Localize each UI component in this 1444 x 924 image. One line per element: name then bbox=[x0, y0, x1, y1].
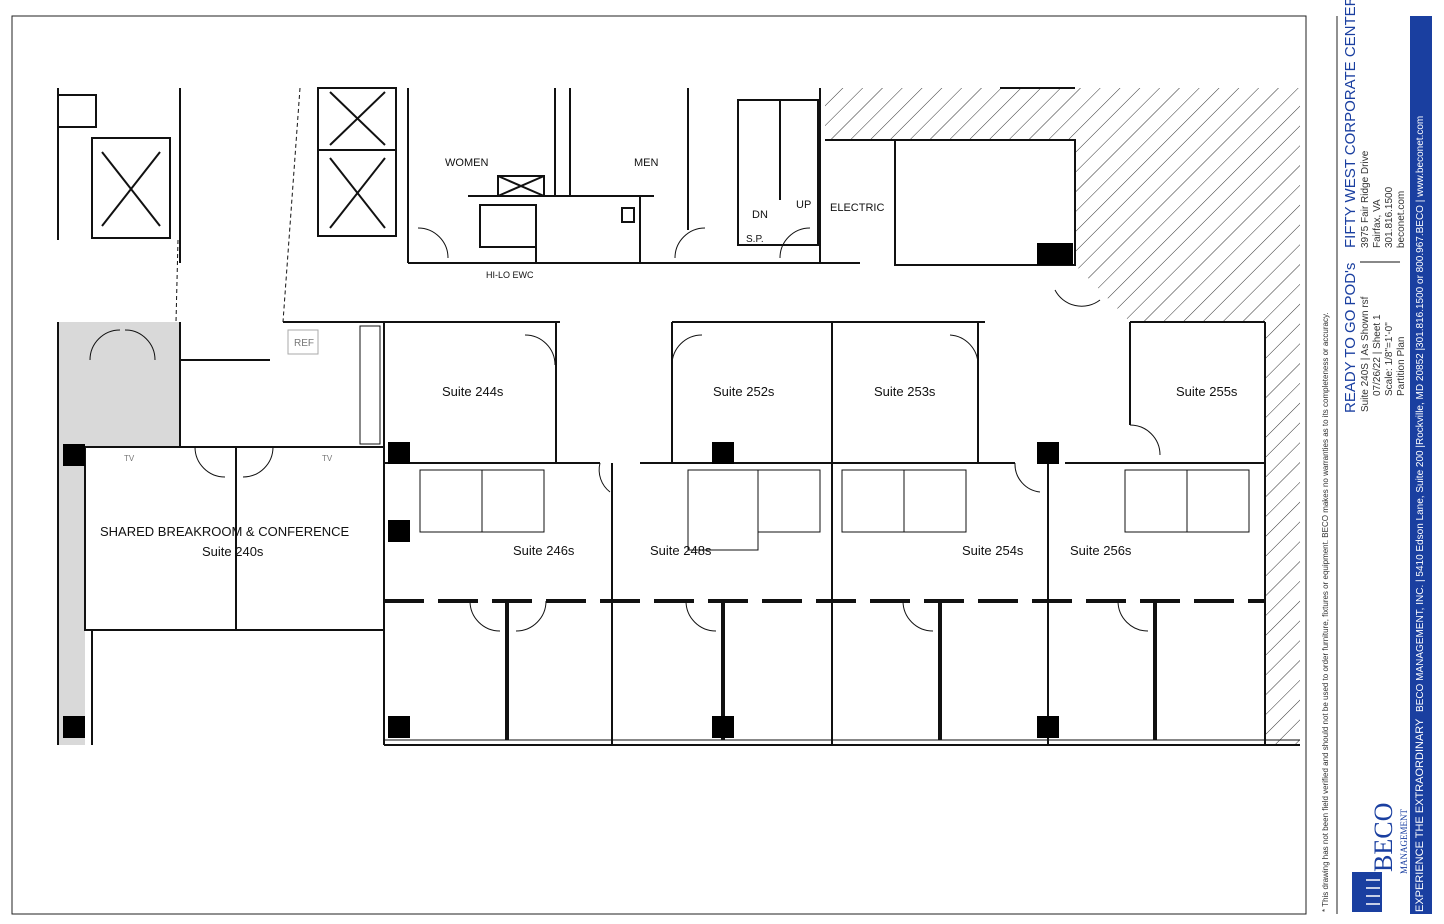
plan-type: Partition Plan bbox=[1396, 336, 1407, 396]
address-city: Fairfax, VA bbox=[1372, 199, 1383, 248]
shaded-corridor bbox=[58, 447, 85, 745]
label-hilo-ewc: HI-LO EWC bbox=[486, 270, 534, 280]
address-street: 3975 Fair Ridge Drive bbox=[1360, 150, 1371, 248]
disclaimer: * This drawing has not been field verifi… bbox=[1321, 312, 1330, 912]
label-suite-244s: Suite 244s bbox=[442, 384, 504, 399]
website: beconet.com bbox=[1396, 190, 1407, 248]
suite-line: Suite 240S | As Shown rsf bbox=[1360, 296, 1371, 412]
label-tv: TV bbox=[322, 454, 333, 463]
project-title: READY TO GO POD's bbox=[1342, 262, 1359, 413]
label-suite-254s: Suite 254s bbox=[962, 543, 1024, 558]
label-suite-248s: Suite 248s bbox=[650, 543, 712, 558]
walls bbox=[57, 87, 1300, 746]
brand-bar bbox=[1410, 16, 1432, 914]
building-name: FIFTY WEST CORPORATE CENTER bbox=[1342, 0, 1359, 248]
label-electric: ELECTRIC bbox=[830, 202, 884, 214]
label-ref: REF bbox=[294, 338, 314, 349]
label-suite-240s: Suite 240s bbox=[202, 544, 264, 559]
label-stair-up: UP bbox=[796, 199, 811, 211]
refrigerator bbox=[287, 329, 319, 355]
label-shared-breakroom: SHARED BREAKROOM & CONFERENCE bbox=[100, 524, 350, 539]
label-sp: S.P. bbox=[746, 234, 764, 245]
shaded-corridor bbox=[58, 322, 180, 447]
label-women: WOMEN bbox=[445, 157, 488, 169]
label-stair-down: DN bbox=[752, 209, 768, 221]
label-suite-256s: Suite 256s bbox=[1070, 543, 1132, 558]
scale-line: Scale: 1/8"=1'-0" bbox=[1384, 322, 1395, 396]
partition-walls bbox=[505, 601, 1157, 740]
label-suite-246s: Suite 246s bbox=[513, 543, 575, 558]
date-sheet-line: 07/26/22 | Sheet 1 bbox=[1372, 314, 1383, 396]
logo-subtitle: MANAGEMENT bbox=[1399, 809, 1409, 874]
logo-wordmark: BECO bbox=[1369, 802, 1398, 872]
beco-logo-icon bbox=[1352, 872, 1382, 912]
phone: 301.816.1500 bbox=[1384, 186, 1395, 248]
drawing-border bbox=[11, 15, 1307, 915]
label-suite-252s: Suite 252s bbox=[713, 384, 775, 399]
label-suite-253s: Suite 253s bbox=[874, 384, 936, 399]
company-info: BECO MANAGEMENT, INC. | 5410 Edson Lane,… bbox=[1415, 115, 1426, 712]
tagline: EXPERIENCE THE EXTRAORDINARY bbox=[1414, 718, 1426, 912]
label-men: MEN bbox=[634, 157, 659, 169]
label-tv: TV bbox=[124, 454, 135, 463]
structural-columns bbox=[63, 243, 1073, 738]
label-suite-255s: Suite 255s bbox=[1176, 384, 1238, 399]
